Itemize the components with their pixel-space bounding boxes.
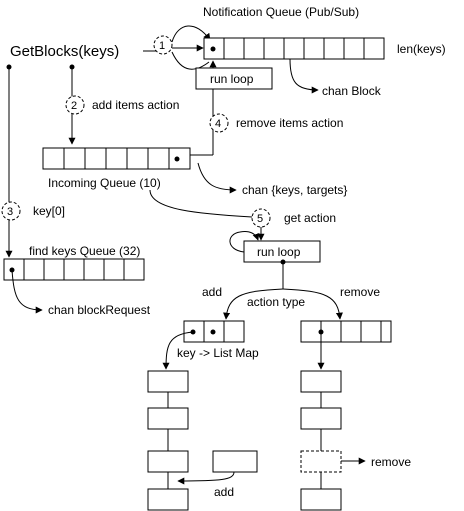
incoming-queue: [42, 147, 191, 170]
step2-source-dot: [69, 64, 75, 70]
key-list-map-label: key -> List Map: [177, 346, 259, 360]
key-list-map-left: [183, 320, 245, 343]
step-4-marker: 4: [209, 113, 229, 133]
notification-run-loop-box: [195, 67, 273, 90]
find-keys-queue: [3, 258, 145, 281]
step-3-number: 3: [7, 206, 13, 218]
notification-run-loop-label: run loop: [210, 72, 254, 86]
step-3-label: key[0]: [33, 204, 65, 218]
right-linked-list: [300, 370, 342, 511]
branch-remove-label: remove: [340, 285, 380, 299]
step1-arrow-lower: [171, 51, 210, 70]
step-5-label: get action: [284, 211, 336, 225]
step-2-marker: 2: [65, 95, 85, 115]
step-1-number: 1: [159, 40, 165, 52]
action-type-label: action type: [247, 295, 305, 309]
step-2-label: add items action: [92, 98, 179, 112]
key-list-map-right: [300, 320, 392, 343]
chan-keys-targets-arrow: [197, 162, 237, 194]
chan-block-arrow: [289, 58, 319, 94]
step-1-marker: 1: [153, 35, 173, 55]
getblocks-label: GetBlocks(keys): [10, 43, 119, 60]
branch-remove-arrow: [282, 288, 343, 320]
list-remove-label: remove: [371, 455, 411, 469]
action-type-junction: [280, 259, 286, 265]
branch-add-arrow: [223, 288, 284, 320]
notification-queue: [203, 37, 385, 60]
notification-queue-length: len(keys): [397, 42, 446, 56]
notification-queue-title: Notification Queue (Pub/Sub): [203, 5, 359, 19]
left-linked-list: [147, 370, 189, 511]
list-add-label: add: [214, 485, 234, 499]
processor-loop-back: [229, 231, 260, 253]
step-2-number: 2: [71, 100, 77, 112]
step1-arrow-upper: [171, 25, 211, 43]
chan-block-label: chan Block: [322, 84, 382, 98]
incoming-queue-title: Incoming Queue (10): [48, 176, 161, 190]
find-keys-queue-title: find keys Queue (32): [29, 244, 140, 258]
step-4-label: remove items action: [236, 116, 343, 130]
new-list-element: [212, 450, 258, 473]
chan-blockrequest-label: chan blockRequest: [48, 303, 151, 317]
processor-run-loop-label: run loop: [257, 245, 301, 259]
step5-curve: [149, 189, 253, 218]
step-3-marker: 3: [1, 201, 21, 221]
chan-blockrequest-arrow: [11, 269, 43, 314]
step-4-number: 4: [215, 118, 221, 130]
branch-add-label: add: [202, 285, 222, 299]
chan-keys-targets-label: chan {keys, targets}: [242, 183, 347, 197]
step3-source-dot: [6, 64, 12, 70]
step-5-number: 5: [257, 213, 263, 225]
list-add-arrow: [177, 471, 235, 485]
map-to-list-arrow: [162, 331, 194, 370]
step-5-marker: 5: [251, 208, 271, 228]
